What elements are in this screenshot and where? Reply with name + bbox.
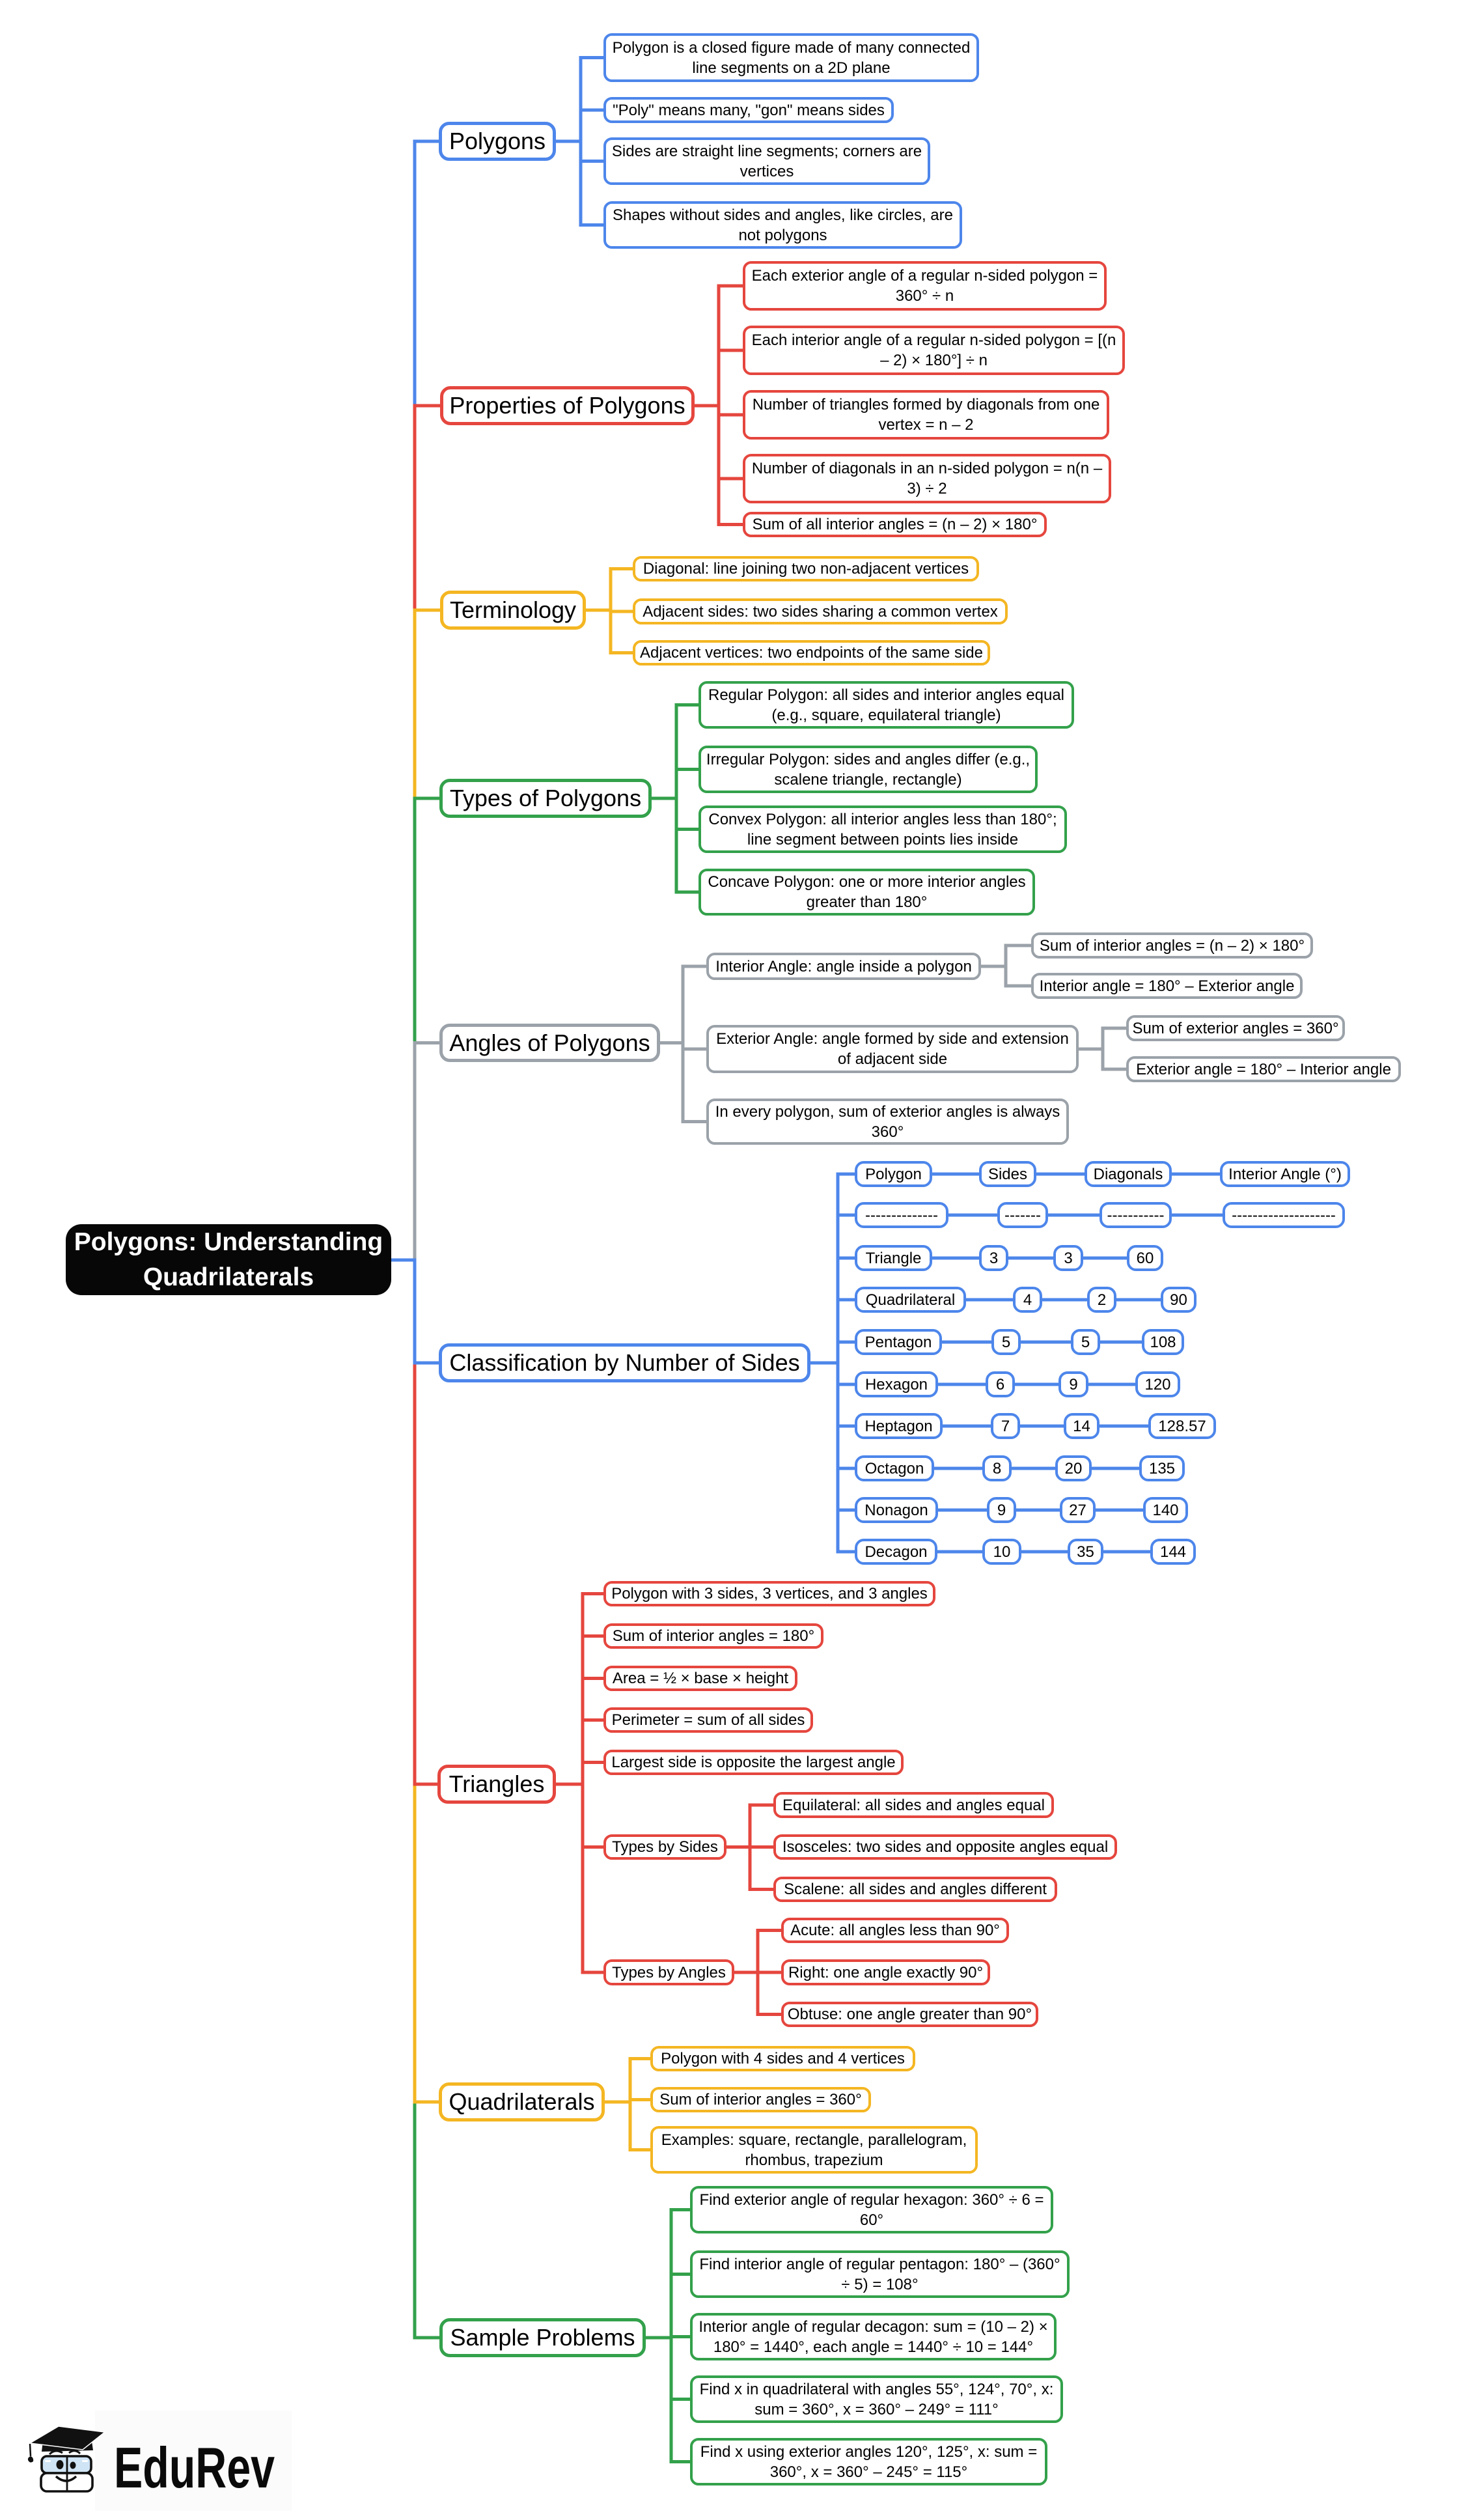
svg-text:EduRev: EduRev <box>114 2435 275 2500</box>
